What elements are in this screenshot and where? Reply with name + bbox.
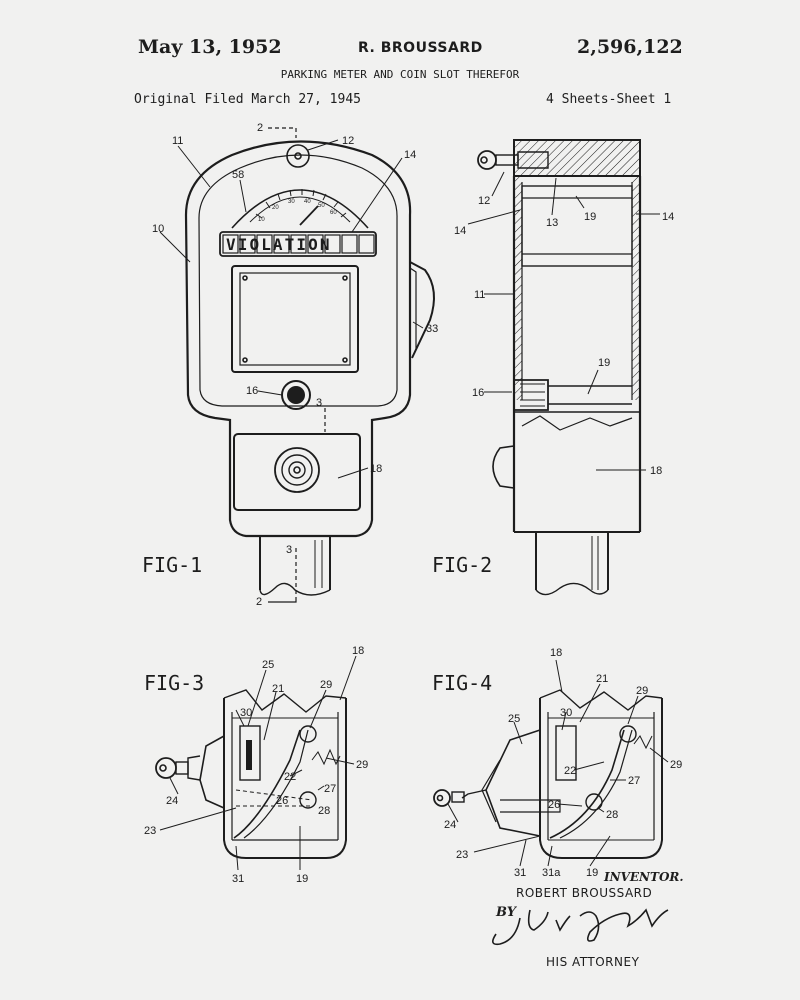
fig1-front-view: 10 20 30 40 50 60 VIOLATION (142, 122, 438, 608)
ref-numeral: 29 (320, 679, 332, 691)
ref-numeral: 23 (456, 849, 468, 861)
ref-numeral: 12 (478, 195, 490, 207)
ref-numeral: 31 (232, 873, 244, 885)
ref-numeral: 31 (514, 867, 526, 879)
by-label: BY (496, 905, 516, 920)
ref-numeral: 10 (152, 223, 164, 235)
ref-numeral: 18 (550, 647, 562, 659)
ref-numeral: 19 (598, 357, 610, 369)
ref-numeral: 3 (286, 544, 292, 556)
ref-numeral: 11 (172, 135, 183, 147)
ref-numeral: 14 (454, 225, 466, 237)
fig1-label: FIG-1 (142, 553, 202, 577)
ref-numeral: 19 (296, 873, 308, 885)
ref-numeral: 25 (262, 659, 274, 671)
ref-numeral: 16 (472, 387, 484, 399)
ref-numeral: 24 (444, 819, 456, 831)
dial-mark: 40 (304, 199, 311, 205)
ref-numeral: 12 (342, 135, 354, 147)
ref-numeral: 29 (356, 759, 368, 771)
ref-numeral: 28 (318, 805, 330, 817)
ref-numeral: 58 (232, 169, 244, 181)
ref-numeral: 11 (474, 289, 485, 301)
dial-mark: 50 (318, 203, 325, 209)
ref-numeral: 3 (316, 397, 322, 409)
fig3-mechanism: 25 21 29 18 30 29 24 22 27 26 28 23 31 1… (144, 645, 368, 885)
fig2-label: FIG-2 (432, 553, 492, 577)
ref-numeral: 27 (628, 775, 640, 787)
ref-numeral: 14 (404, 149, 416, 161)
fig3-label: FIG-3 (144, 671, 204, 695)
ref-numeral: 33 (426, 323, 438, 335)
fig4-label: FIG-4 (432, 671, 492, 695)
dial-mark: 30 (288, 199, 295, 205)
ref-numeral: 28 (606, 809, 618, 821)
ref-numeral: 26 (548, 799, 560, 811)
inventor-full-name: ROBERT BROUSSARD (516, 886, 652, 900)
fig4-mechanism: 18 21 29 25 30 22 27 29 24 26 28 23 31 3… (432, 647, 682, 879)
ref-numeral: 16 (246, 385, 258, 397)
ref-numeral: 30 (560, 707, 572, 719)
ref-numeral: 27 (324, 783, 336, 795)
ref-numeral: 21 (272, 683, 284, 695)
ref-numeral: 29 (636, 685, 648, 697)
ref-numeral: 19 (584, 211, 596, 223)
fig2-section-view: 12 13 19 14 14 11 16 19 18 FIG-2 (432, 140, 674, 595)
inventor-caption: INVENTOR. (604, 870, 684, 884)
ref-numeral: 22 (564, 765, 576, 777)
ref-numeral: 2 (256, 596, 262, 608)
ref-numeral: 29 (670, 759, 682, 771)
dial-mark: 10 (258, 217, 265, 223)
ref-numeral: 18 (352, 645, 364, 657)
ref-numeral: 2 (257, 122, 263, 134)
attorney-signature (493, 910, 668, 944)
ref-numeral: 24 (166, 795, 178, 807)
ref-numeral: 23 (144, 825, 156, 837)
ref-numeral: 25 (508, 713, 520, 725)
ref-numeral: 18 (650, 465, 662, 477)
ref-numeral: 22 (284, 771, 296, 783)
ref-numeral: 21 (596, 673, 608, 685)
ref-numeral: 13 (546, 217, 558, 229)
ref-numeral: 18 (370, 463, 382, 475)
dial-mark: 60 (330, 210, 337, 216)
ref-numeral: 30 (240, 707, 252, 719)
ref-numeral: 19 (586, 867, 598, 879)
attorney-caption: HIS ATTORNEY (546, 955, 639, 969)
dial-mark: 20 (272, 205, 279, 211)
violation-flag: VIOLATION (226, 235, 332, 254)
ref-numeral: 31a (542, 867, 561, 879)
ref-numeral: 14 (662, 211, 674, 223)
ref-numeral: 26 (276, 795, 288, 807)
